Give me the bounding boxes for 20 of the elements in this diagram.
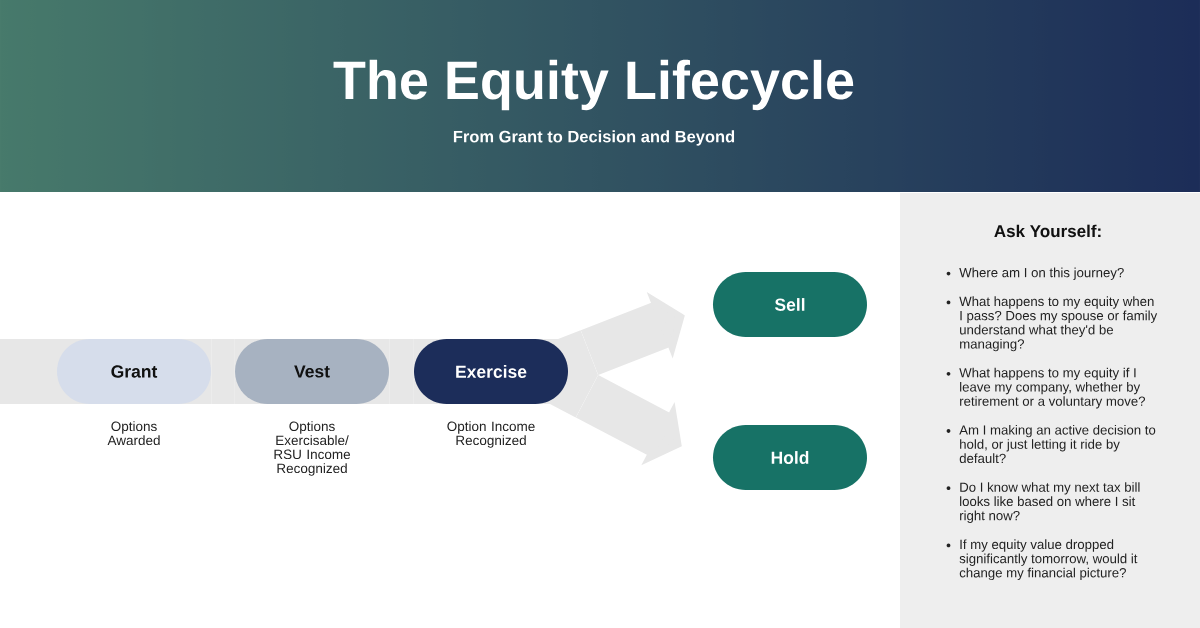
rounded-box: Sell (713, 272, 867, 337)
band-segment (389, 339, 414, 404)
title: The Equity Lifecycle (333, 59, 854, 111)
list-item: If my equity value dropped significantly tomorrow, would it change my financial picture? (959, 539, 1138, 581)
caption-text: Options Exercisable/ RSU Income Recognized (274, 421, 351, 476)
rounded-box: Exercise (414, 339, 568, 404)
list-item: What happens to my equity if I leave my company, whether by retirement or a voluntary move? (959, 367, 1146, 409)
rounded-box: Hold (713, 425, 867, 490)
subtitle: From Grant to Decision and Beyond (453, 130, 735, 146)
caption-text: Option Income Recognized (447, 421, 535, 448)
rounded-box: Grant (57, 339, 211, 404)
caption-text: Options Awarded (107, 421, 160, 446)
list-item: Where am I on this journey? (959, 267, 1124, 280)
rounded-box: Vest (235, 339, 389, 404)
list-item: Am I making an active decision to hold, or just letting it ride by default? (959, 424, 1156, 464)
panel-heading: Ask Yourself: (994, 224, 1101, 238)
list-item: What happens to my equity when I pass? Does my spouse or family understand what they'd be managing? (959, 296, 1158, 352)
band-segment (211, 339, 235, 404)
arrow (580, 291, 685, 375)
list-item: Do I know what my next tax bill looks like based on where I sit right now? (960, 482, 1140, 523)
